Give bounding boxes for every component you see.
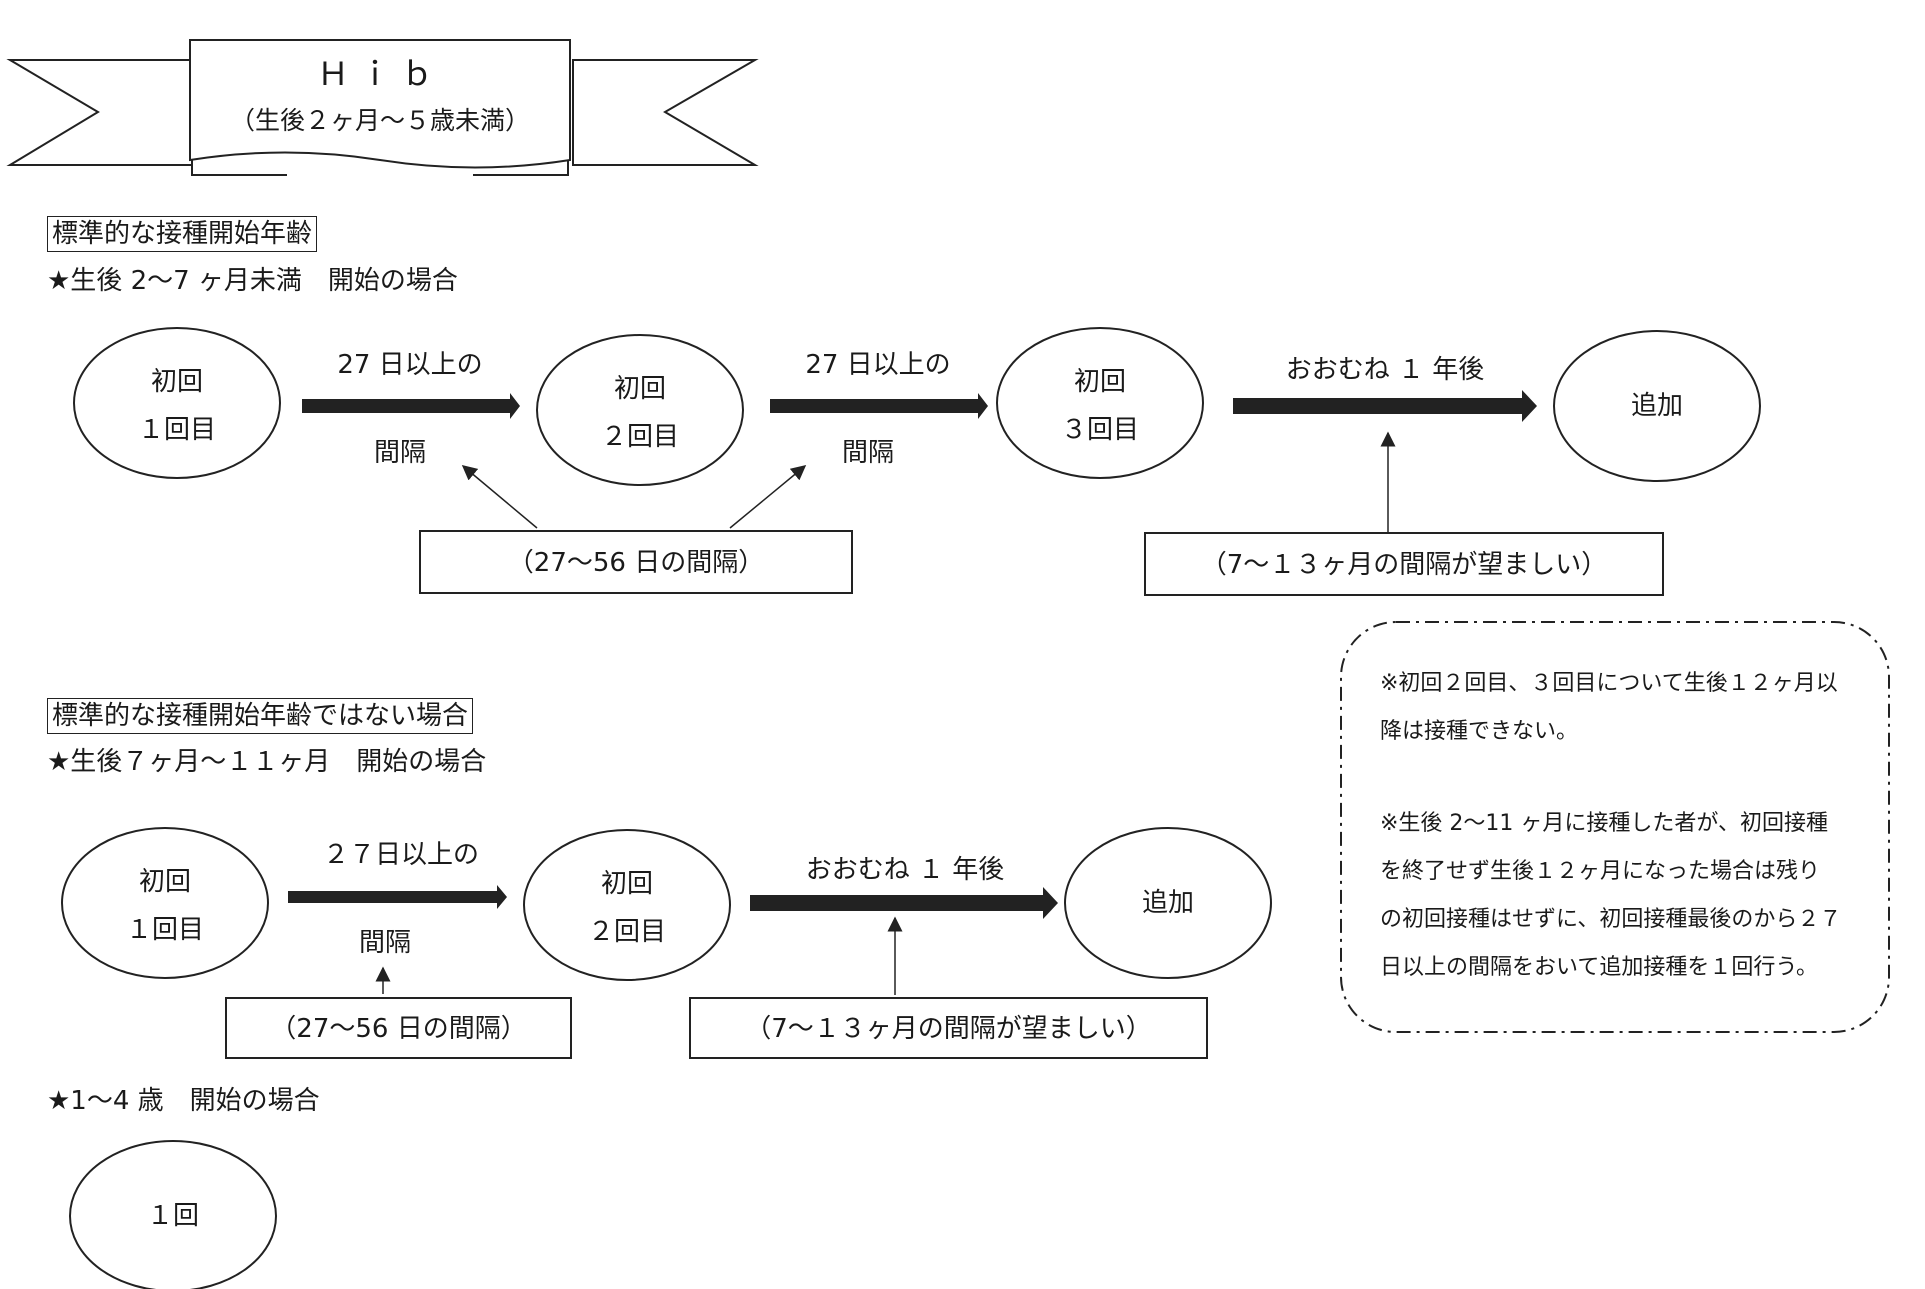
section3-case: ★1～4 歳 開始の場合: [47, 1086, 320, 1116]
s1-box-1-label: （27～56 日の間隔）: [507, 548, 765, 578]
s1-box-2: [1144, 532, 1664, 596]
s2-box-1: [225, 997, 572, 1059]
s1-node-1-label: 初回 １回目: [137, 367, 216, 445]
s2-node-3-label: 追加: [1141, 888, 1194, 918]
s1-arrow-2-top: 27 日以上の: [805, 350, 951, 380]
s2-node-3: [1064, 827, 1272, 979]
banner-ribbon: [6, 39, 759, 176]
s1-arrow-2-bottom: 間隔: [841, 438, 894, 468]
s2-box-2-label: （7～１３ヶ月の間隔が望ましい）: [745, 1014, 1152, 1044]
s1-pointer-2: [729, 465, 807, 529]
s2-box-1-label: （27～56 日の間隔）: [270, 1014, 527, 1044]
s2-box-2: [689, 997, 1208, 1059]
s2-arrow-2-top: おおむね １ 年後: [805, 855, 1005, 885]
s2-arrow-1-top: ２７日以上の: [322, 840, 479, 870]
s1-node-4: [1553, 330, 1761, 482]
s1-arrow-3-top: おおむね １ 年後: [1285, 355, 1485, 385]
banner-subtitle: （生後２ヶ月～５歳未満）: [229, 106, 530, 135]
s1-node-2: [536, 334, 744, 486]
s1-arrow-3: [1233, 390, 1537, 422]
s1-box-1: [419, 530, 853, 594]
s1-node-1: [73, 327, 281, 479]
s1-arrow-1: [302, 393, 520, 419]
s2-arrow-1: [288, 885, 507, 909]
s2-arrow-2: [750, 887, 1058, 919]
section1-heading: 標準的な接種開始年齢: [47, 216, 318, 252]
banner-title: Ｈｉｂ: [316, 55, 443, 93]
section2-heading: 標準的な接種開始年齢ではない場合: [47, 698, 474, 734]
s1-node-3-label: 初回 ３回目: [1060, 367, 1139, 445]
section2-case: ★生後７ヶ月～１１ヶ月 開始の場合: [47, 747, 487, 777]
s3-node-1: [69, 1140, 277, 1289]
note-2: ※生後 2～11 ヶ月に接種した者が、初回接種 を終了せず生後１２ヶ月になった場…: [1380, 811, 1842, 980]
notes-box: [1340, 621, 1890, 1033]
s2-node-2-label: 初回 ２回目: [587, 869, 666, 947]
s1-arrow-1-bottom: 間隔: [373, 438, 426, 468]
s1-node-2-label: 初回 ２回目: [600, 374, 679, 452]
s2-node-2: [523, 829, 731, 981]
s1-pointer-1: [461, 465, 538, 529]
s2-node-1: [61, 827, 269, 979]
s3-node-1-label: １回: [146, 1201, 199, 1231]
s2-node-1-label: 初回 １回目: [125, 867, 204, 945]
s1-node-3: [996, 327, 1204, 479]
s2-arrow-1-bottom: 間隔: [358, 928, 411, 958]
note-1: ※初回２回目、３回目について生後１２ヶ月以 降は接種できない。: [1380, 671, 1838, 744]
s1-arrow-2: [770, 393, 988, 419]
s1-box-2-label: （7～１３ヶ月の間隔が望ましい）: [1200, 550, 1608, 580]
section1-case: ★生後 2～7 ヶ月未満 開始の場合: [47, 266, 458, 296]
s1-node-4-label: 追加: [1630, 391, 1683, 421]
s1-arrow-1-top: 27 日以上の: [337, 350, 483, 380]
